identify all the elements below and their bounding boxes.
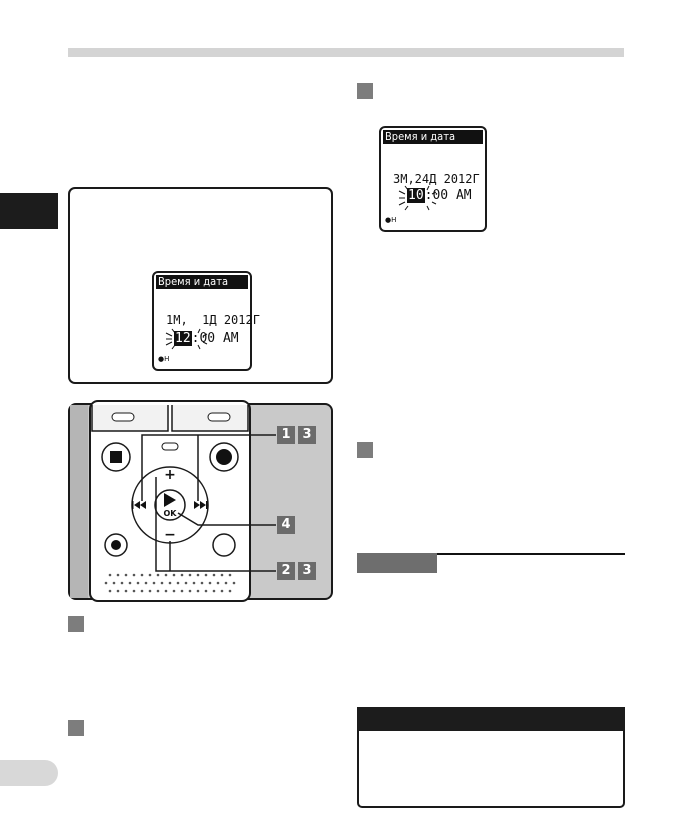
ok-label: OK xyxy=(164,509,178,518)
lcd-time: 10:00 AM xyxy=(407,188,472,203)
mic-indicator: ●H xyxy=(385,216,397,224)
example-screen-box: Время и дата 1М, 1Д 2012Г 12:00 AM ●H xyxy=(68,187,333,384)
lcd-screen-example: Время и дата 1М, 1Д 2012Г 12:00 AM ●H xyxy=(152,271,260,371)
callout-badge: 2 xyxy=(277,562,295,580)
lcd-title: Время и дата xyxy=(383,130,483,144)
blink-rays-icon xyxy=(197,328,208,350)
note-divider xyxy=(357,553,625,555)
device-illustration: OK + − 1 3 4 2 3 xyxy=(68,400,333,602)
minus-label: − xyxy=(164,527,176,543)
lcd-hour-highlight: 10 xyxy=(407,188,425,203)
step-marker-2 xyxy=(68,720,84,736)
lcd-time: 12:00 AM xyxy=(174,331,239,346)
note-label-tag xyxy=(357,553,437,573)
lcd-date: 3М,24Д 2012Г xyxy=(393,172,480,186)
mic-indicator: ●H xyxy=(158,355,170,363)
step-marker-1 xyxy=(68,616,84,632)
voice-recorder-drawing: OK + − xyxy=(70,400,276,602)
lcd-hour-highlight: 12 xyxy=(174,331,192,346)
page-number-tab xyxy=(0,760,58,786)
header-rule xyxy=(68,48,624,57)
plus-label: + xyxy=(164,467,176,483)
chapter-tab xyxy=(0,193,58,229)
callout-badge: 3 xyxy=(298,562,316,580)
callout-badge: 3 xyxy=(298,426,316,444)
lcd-title: Время и дата xyxy=(156,275,248,289)
caution-header xyxy=(357,707,625,731)
callout-badge: 1 xyxy=(277,426,295,444)
lcd-screen-step: Время и дата 3М,24Д 2012Г 10:00 AM ●H xyxy=(379,126,487,232)
blink-rays-icon xyxy=(426,185,437,211)
callout-badge: 4 xyxy=(277,516,295,534)
blink-rays-icon xyxy=(398,185,409,211)
step-marker-6 xyxy=(357,442,373,458)
step-marker-5 xyxy=(357,83,373,99)
lcd-date: 1М, 1Д 2012Г xyxy=(166,313,260,327)
blink-rays-icon xyxy=(165,328,176,350)
